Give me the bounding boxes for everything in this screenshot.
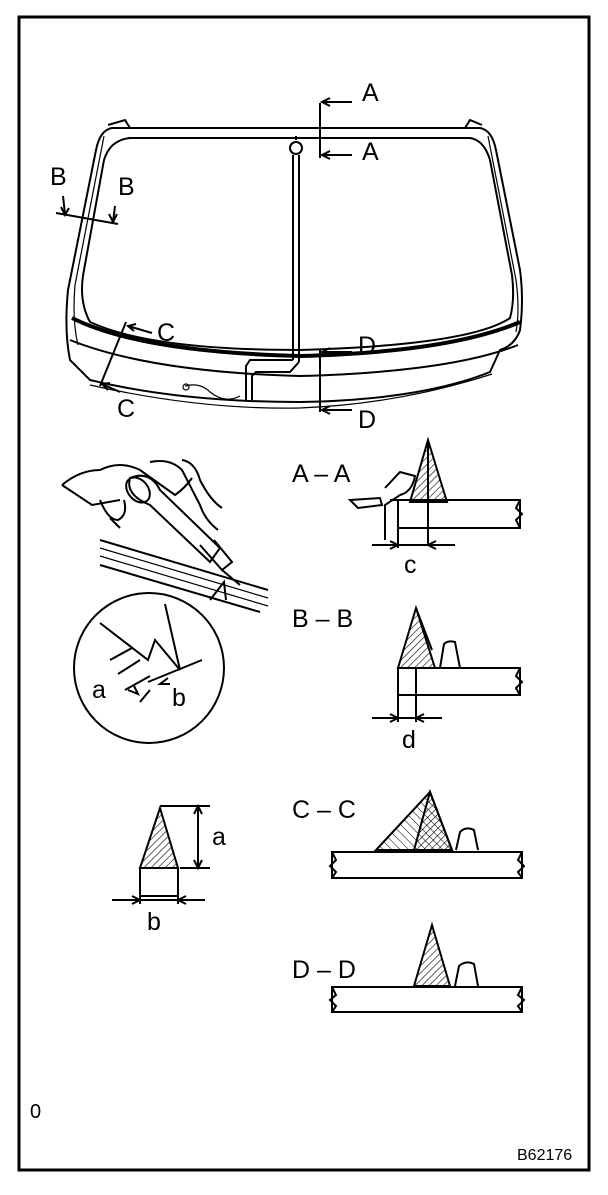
section-cc-drawing	[328, 788, 526, 879]
windshield-drawing	[55, 97, 523, 415]
label-a-bottom: A	[362, 138, 379, 166]
label-dim-a: a	[212, 823, 226, 851]
label-detail-b: b	[172, 684, 186, 712]
label-d-top: D	[358, 332, 376, 360]
label-b-right: B	[118, 173, 135, 201]
label-detail-a: a	[92, 676, 106, 704]
label-dim-c: c	[404, 551, 417, 579]
outer-border	[17, 15, 591, 1172]
section-title-dd: D – D	[292, 956, 356, 984]
bead-zoom-detail	[73, 592, 225, 744]
section-bb-drawing	[372, 604, 524, 723]
label-a-top: A	[362, 79, 379, 107]
label-c-top: C	[157, 319, 175, 347]
label-dim-d: d	[402, 726, 416, 754]
label-dim-b: b	[147, 908, 161, 936]
section-title-aa: A – A	[292, 460, 351, 488]
section-title-cc: C – C	[292, 796, 356, 824]
label-b-left: B	[50, 163, 67, 191]
section-dd-drawing	[328, 921, 526, 1013]
section-title-bb: B – B	[292, 605, 353, 633]
label-d-bottom: D	[358, 406, 376, 434]
page-mark: 0	[30, 1101, 41, 1123]
sealant-gun-illustration	[61, 459, 269, 613]
figure-id: B62176	[517, 1147, 572, 1164]
bead-dimension-drawing	[112, 803, 210, 905]
label-c-bottom: C	[117, 395, 135, 423]
section-aa-drawing	[347, 436, 524, 550]
